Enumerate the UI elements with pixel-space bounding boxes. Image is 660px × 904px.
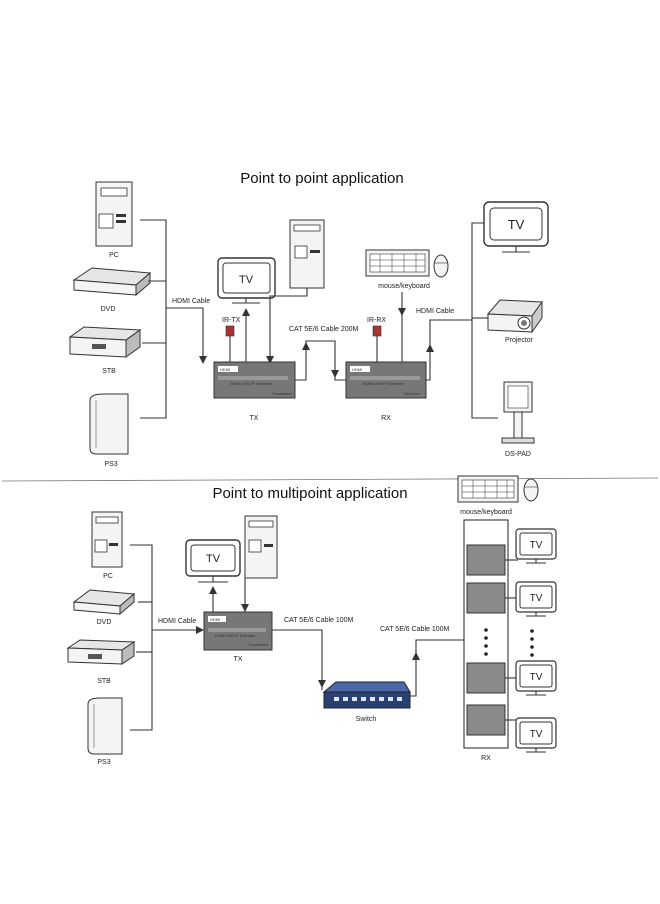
local-tv-label: TV bbox=[239, 274, 254, 286]
source-label-dvd: DVD bbox=[101, 306, 116, 313]
server-pc-arrow-2 bbox=[241, 604, 249, 612]
switch-label: Switch bbox=[356, 716, 377, 723]
tx-hdmi-logo: HDMI bbox=[220, 367, 230, 372]
mouse-icon-2 bbox=[523, 478, 539, 502]
sink-label-projector: Projector bbox=[505, 337, 534, 344]
cat-cable-left-link bbox=[272, 629, 326, 690]
source2-label-pc: PC bbox=[103, 573, 113, 580]
stb-icon bbox=[68, 326, 142, 358]
rx-unit-text: 200M KVM IP Extender bbox=[362, 381, 404, 386]
local-tv-icon bbox=[217, 257, 276, 304]
keyboard-arrow bbox=[398, 308, 406, 316]
source-bus bbox=[140, 219, 207, 419]
tv-arrow bbox=[242, 308, 250, 316]
local-tv-icon-2 bbox=[185, 539, 241, 583]
server-pc-icon-2 bbox=[244, 515, 278, 579]
sink-bus bbox=[426, 222, 498, 419]
source-label-stb: STB bbox=[102, 368, 116, 375]
rx-rack bbox=[463, 519, 509, 749]
rx-tv-ellipsis bbox=[530, 629, 534, 657]
rx-extender-unit bbox=[345, 361, 427, 399]
ds-pad-icon bbox=[501, 381, 535, 444]
ir-tx-sensor-icon bbox=[225, 325, 235, 362]
section2-title: Point to multipoint application bbox=[212, 485, 407, 502]
tx-label-2: TX bbox=[234, 656, 243, 663]
tx-unit-sub: Transmitter bbox=[272, 391, 293, 396]
rx-tv-icon-2 bbox=[515, 581, 557, 617]
rx-tv-label-2: TV bbox=[530, 593, 543, 604]
tx-extender-unit-2 bbox=[203, 611, 273, 651]
rx-hdmi-logo: HDMI bbox=[352, 367, 362, 372]
rx-label: RX bbox=[381, 415, 391, 422]
keyboard-icon-2 bbox=[457, 475, 519, 503]
rx-tv-label-3: TV bbox=[530, 672, 543, 683]
rx-unit-sub: Receiver bbox=[404, 391, 420, 396]
mouse-keyboard-label: mouse/keyboard bbox=[378, 283, 430, 290]
hdmi-cable-label-right: HDMI Cable bbox=[416, 308, 454, 315]
cat-cable-right-label: CAT 5E/6 Cable 100M bbox=[380, 626, 450, 633]
server-pc-link bbox=[269, 288, 308, 362]
hdmi-cable-label-2: HDMI Cable bbox=[158, 618, 196, 625]
tx-unit-text: 200M KVM IP Extender bbox=[230, 381, 272, 386]
source-label-ps3: PS3 bbox=[104, 461, 117, 468]
source2-label-ps3: PS3 bbox=[97, 759, 110, 766]
sink-tv-icon bbox=[483, 201, 549, 253]
pc-icon-2 bbox=[91, 511, 123, 568]
ps3-icon-2 bbox=[87, 697, 123, 755]
ps3-icon bbox=[89, 393, 129, 455]
projector-icon bbox=[486, 299, 543, 334]
section-divider bbox=[1, 477, 659, 482]
ir-rx-label: IR-RX bbox=[367, 317, 386, 324]
cat-cable-label: CAT 5E/6 Cable 200M bbox=[289, 326, 359, 333]
ir-rx-sensor-icon bbox=[372, 325, 382, 362]
ir-tx-label: IR-TX bbox=[222, 317, 241, 324]
rx-tv-icon-3 bbox=[515, 660, 557, 696]
source2-label-dvd: DVD bbox=[97, 619, 112, 626]
keyboard-icon bbox=[365, 249, 430, 277]
mouse-icon bbox=[433, 254, 449, 278]
cat-cable-left-label: CAT 5E/6 Cable 100M bbox=[284, 617, 354, 624]
sink-label-ds-pad: DS-PAD bbox=[505, 451, 531, 458]
server-pc-arrow bbox=[266, 356, 274, 364]
tx2-unit-sub: Transmitter bbox=[248, 642, 269, 647]
rx-tv-label-1: TV bbox=[530, 540, 543, 551]
cat-cable-right-link bbox=[410, 639, 464, 697]
rx-tv-label-4: TV bbox=[530, 729, 543, 740]
local-tv-label-2: TV bbox=[206, 553, 221, 565]
hdmi-cable-label-left: HDMI Cable bbox=[172, 298, 210, 305]
switch-icon bbox=[322, 681, 411, 709]
section1-title: Point to point application bbox=[240, 170, 403, 187]
sink-tv-label: TV bbox=[508, 217, 525, 232]
cat-cable-link bbox=[295, 340, 346, 381]
tx2-hdmi-logo: HDMI bbox=[210, 617, 220, 622]
rx-tv-icon-1 bbox=[515, 528, 557, 564]
tv-arrow-2 bbox=[209, 586, 217, 594]
server-pc-icon bbox=[289, 219, 325, 289]
pc-icon bbox=[95, 181, 133, 247]
source-bus-2 bbox=[130, 544, 204, 731]
source-label-pc: PC bbox=[109, 252, 119, 259]
dvd-icon-2 bbox=[72, 589, 136, 616]
tx2-unit-text: 100M KVM IP Extender bbox=[214, 633, 256, 638]
rx-tv-icon-4 bbox=[515, 717, 557, 753]
rx-label-2: RX bbox=[481, 755, 491, 762]
stb-icon-2 bbox=[66, 639, 136, 665]
mouse-keyboard-label-2: mouse/keyboard bbox=[460, 509, 512, 516]
dvd-icon bbox=[72, 267, 152, 297]
tx-label: TX bbox=[250, 415, 259, 422]
source2-label-stb: STB bbox=[97, 678, 111, 685]
